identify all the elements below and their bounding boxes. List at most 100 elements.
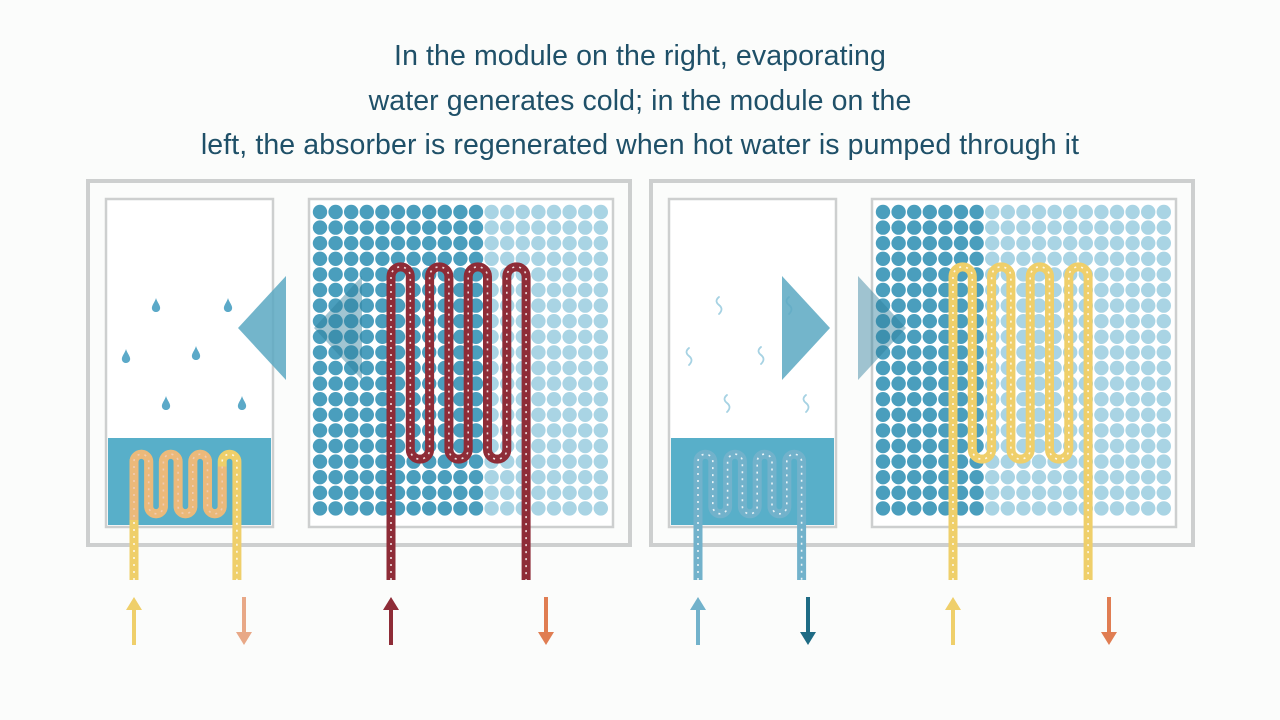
adsorbent-dot — [1063, 236, 1078, 251]
adsorbent-dot — [922, 501, 937, 516]
adsorbent-dot — [453, 251, 468, 266]
adsorbent-dot — [562, 392, 577, 407]
adsorbent-dot — [1125, 314, 1140, 329]
adsorbent-dot — [953, 236, 969, 251]
adsorbent-dot — [969, 220, 984, 235]
adsorbent-dot — [1156, 345, 1172, 360]
caption-line-2: water generates cold; in the module on t… — [368, 84, 912, 117]
adsorbent-dot — [312, 454, 328, 469]
adsorbent-dot — [1063, 220, 1078, 235]
adsorbent-dot — [515, 204, 530, 220]
adsorbent-dot — [891, 251, 906, 266]
adsorbent-dot — [907, 360, 922, 376]
arrow-head — [126, 597, 142, 610]
adsorbent-dot — [907, 407, 922, 422]
adsorbent-dot — [359, 392, 374, 407]
adsorbent-dot — [969, 485, 984, 500]
adsorbent-dot — [531, 454, 546, 469]
adsorbent-dot — [1047, 251, 1062, 266]
adsorbent-dot — [500, 485, 515, 500]
adsorbent-dot — [969, 251, 984, 266]
adsorbent-dot — [1031, 454, 1047, 469]
adsorbent-dot — [907, 485, 922, 500]
adsorbent-dot — [1000, 204, 1015, 220]
adsorbent-dot — [875, 220, 891, 235]
adsorbent-dot — [406, 236, 421, 251]
module-frame — [649, 179, 1195, 547]
adsorbent-dot — [1031, 438, 1047, 454]
adsorbent-dot — [1125, 298, 1140, 313]
adsorbent-dot — [578, 298, 593, 313]
adsorbent-dot — [1141, 298, 1156, 313]
adsorbent-dot — [422, 204, 437, 220]
adsorbent-dot — [359, 470, 374, 485]
adsorbent-dot — [484, 251, 499, 266]
adsorbent-dot — [546, 392, 562, 407]
adsorbent-dot — [1156, 392, 1172, 407]
adsorbent-dot — [1000, 501, 1015, 516]
adsorbent-dot — [453, 236, 468, 251]
adsorbent-dot — [891, 298, 906, 313]
adsorbent-dot — [1125, 485, 1140, 500]
adsorbent-dot — [891, 485, 906, 500]
adsorbent-dot — [484, 485, 499, 500]
adsorbent-dot — [531, 485, 546, 500]
adsorbent-dot — [922, 345, 937, 360]
adsorbent-dot — [1141, 360, 1156, 376]
adsorbent-dot — [531, 236, 546, 251]
adsorbent-dot — [875, 454, 891, 469]
adsorbent-dot — [1156, 251, 1172, 266]
evaporator-coil — [693, 449, 807, 580]
adsorbent-dot — [578, 392, 593, 407]
adsorbent-dot — [891, 267, 906, 282]
adsorbent-dot — [359, 376, 374, 391]
adsorbent-dot — [578, 314, 593, 329]
adsorbent-dot — [1031, 251, 1047, 266]
adsorbent-dot — [484, 220, 499, 235]
adsorbent-dot — [1141, 438, 1156, 454]
adsorbent-dot — [328, 376, 343, 391]
adsorbent-dot — [484, 236, 499, 251]
adsorbent-dot — [1125, 376, 1140, 391]
adsorbent-dot — [500, 220, 515, 235]
adsorbent-dot — [593, 267, 608, 282]
adsorbent-dot — [546, 360, 562, 376]
adsorbent-dot — [922, 485, 937, 500]
adsorbent-dot — [344, 376, 359, 391]
adsorbent-dot — [578, 470, 593, 485]
adsorbent-dot — [1000, 470, 1015, 485]
adsorbent-dot — [985, 220, 1000, 235]
adsorbent-dot — [531, 470, 546, 485]
adsorbent-dot — [1000, 251, 1015, 266]
adsorbent-dot — [375, 345, 390, 360]
adsorbent-dot — [593, 438, 608, 454]
adsorbent-dot — [1109, 438, 1125, 454]
vapor-icon — [685, 347, 693, 366]
adsorbent-dot — [1125, 236, 1140, 251]
adsorbent-dot — [531, 314, 546, 329]
adsorbent-dot — [344, 345, 359, 360]
adsorbent-dot — [1094, 407, 1109, 422]
adsorbent-dot — [907, 454, 922, 469]
adsorbent-dot — [1031, 407, 1047, 422]
adsorbent-dot — [375, 298, 390, 313]
adsorbent-dot — [312, 345, 328, 360]
adsorbent-dot — [1094, 360, 1109, 376]
adsorbent-dot — [1016, 485, 1031, 500]
adsorbent-dot — [1141, 501, 1156, 516]
adsorbent-dot — [1094, 220, 1109, 235]
adsorbent-dot — [328, 345, 343, 360]
adsorbent-dot — [375, 282, 390, 298]
adsorbent-dot — [328, 423, 343, 438]
adsorbent-dot — [390, 204, 406, 220]
adsorbent-dot — [907, 438, 922, 454]
adsorbent-dot — [453, 485, 468, 500]
adsorbent-dot — [875, 329, 891, 344]
adsorbent-dot — [1078, 204, 1094, 220]
adsorbent-dot — [1094, 392, 1109, 407]
adsorbent-dot — [1063, 485, 1078, 500]
blue-in-arrow — [690, 597, 706, 645]
adsorbent-dot — [969, 501, 984, 516]
adsorber-coil — [948, 262, 1093, 580]
adsorbent-dot — [578, 282, 593, 298]
